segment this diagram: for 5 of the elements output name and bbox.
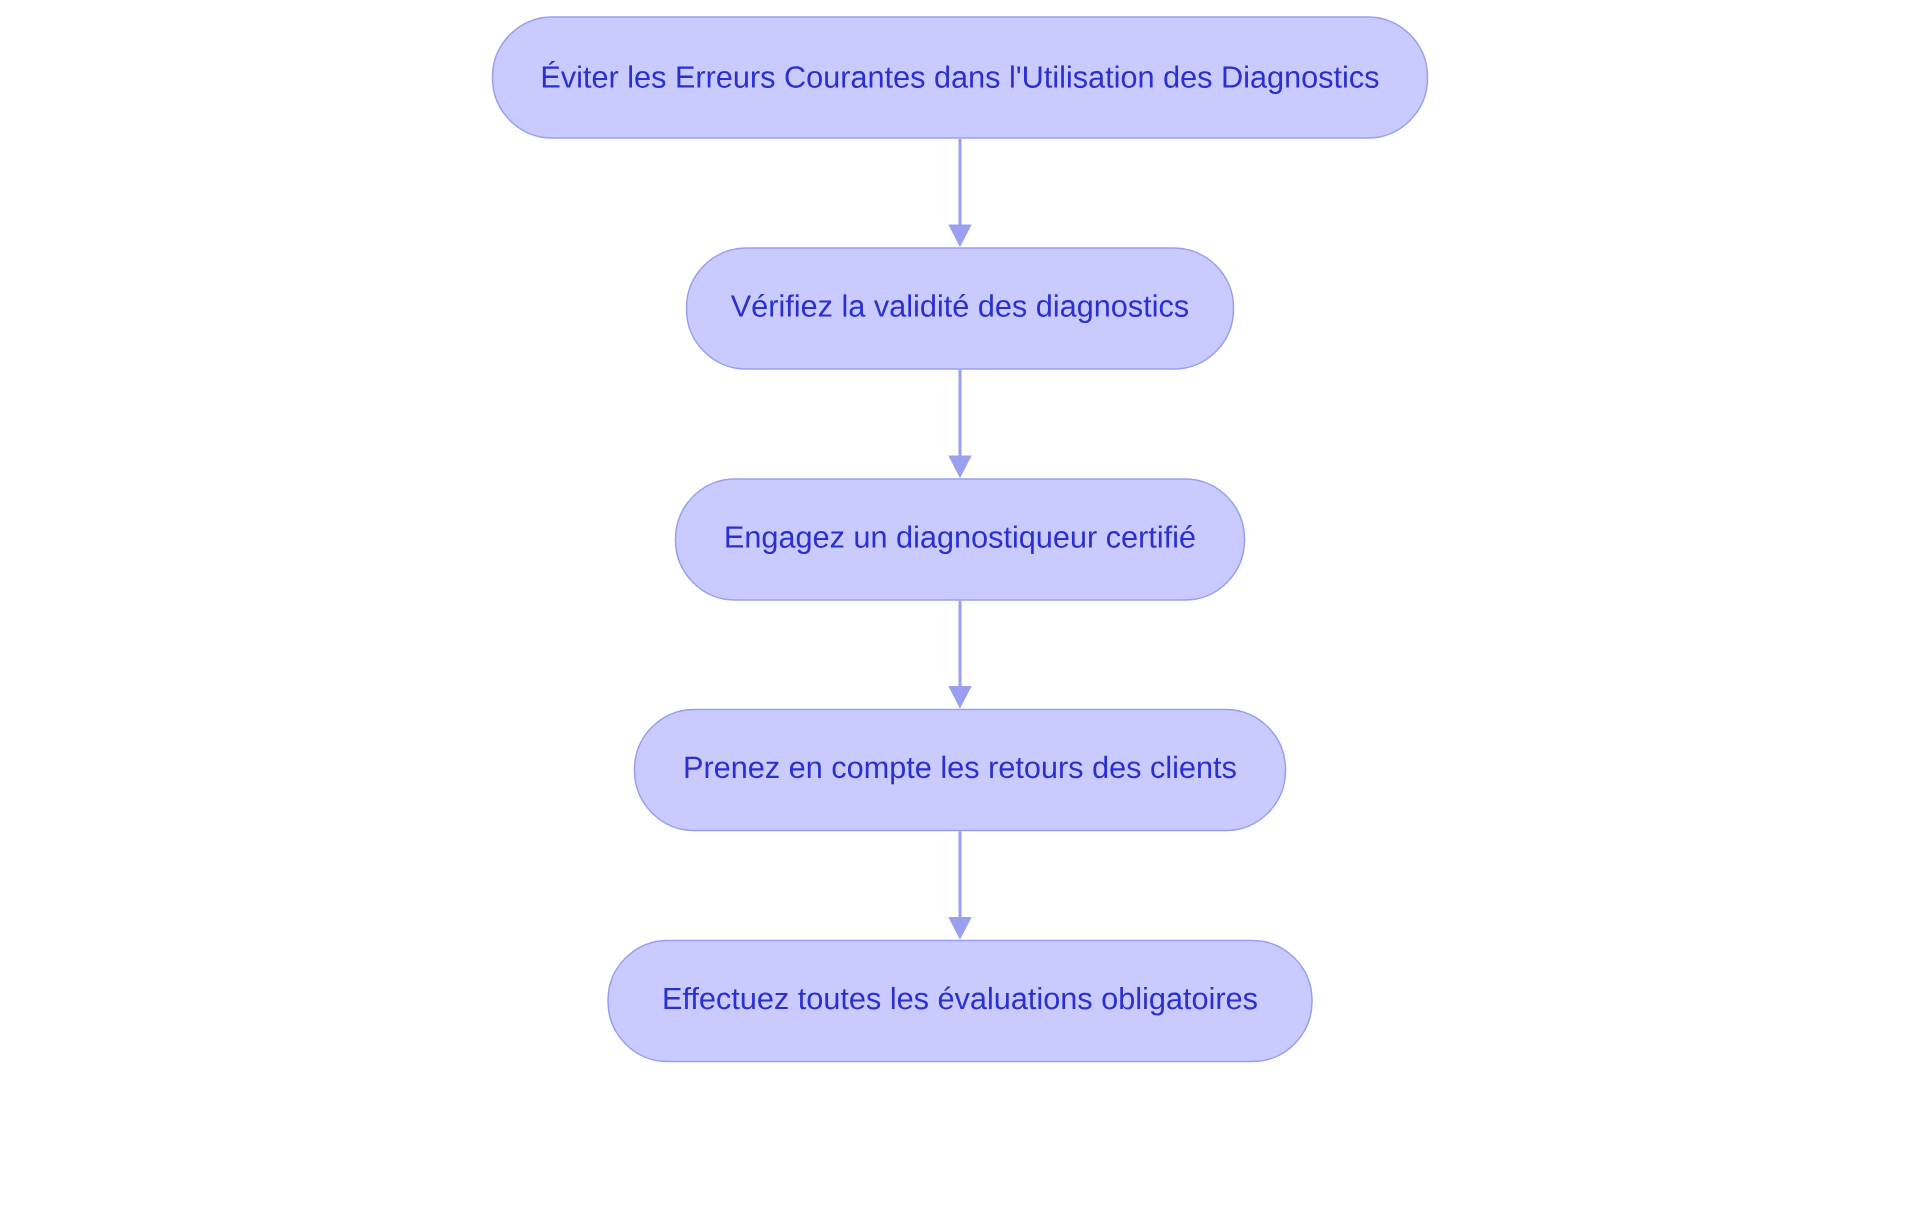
process-box: Effectuez toutes les évaluations obligatoires [607,939,1313,1063]
process-box: Vérifiez la validité des diagnostics [685,247,1235,370]
process-box: Engagez un diagnostiqueur certifié [674,478,1246,601]
process-box: Éviter les Erreurs Courantes dans l'Utilisation des Diagnostics [491,16,1429,139]
process-box: Prenez en compte les retours des clients [633,708,1287,832]
